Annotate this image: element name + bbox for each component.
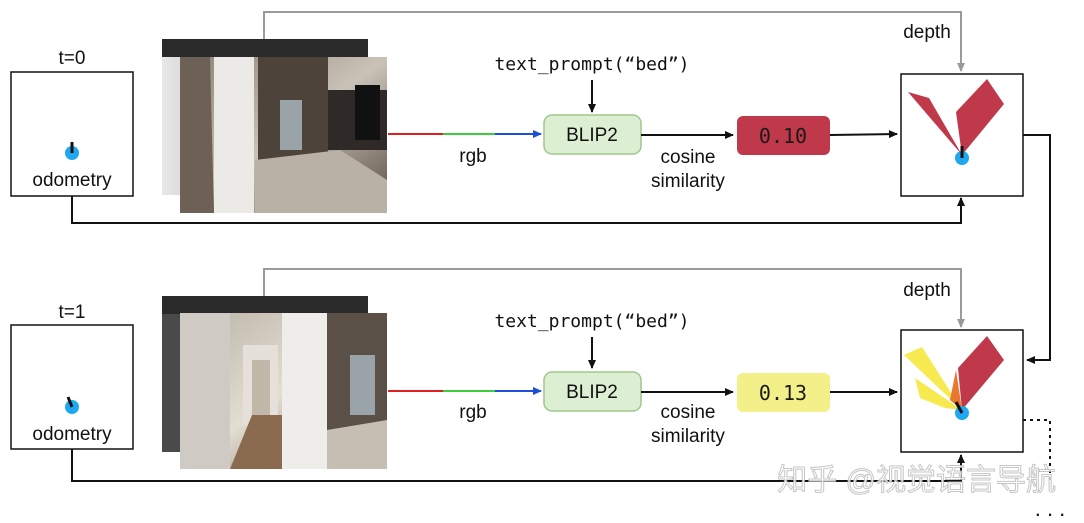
- text-prompt: text_prompt(“bed”): [494, 311, 689, 332]
- similarity-score-value: 0.13: [759, 381, 807, 405]
- rgb-image: [180, 313, 387, 469]
- time-label: t=1: [59, 302, 86, 323]
- observation-images: [162, 39, 387, 213]
- rgb-image: [180, 57, 387, 213]
- rgb-label: rgb: [459, 402, 486, 423]
- map-region-high-value: [915, 378, 962, 410]
- heading-icon: [66, 396, 74, 408]
- similarity-score-badge: [737, 116, 830, 155]
- odometry-box: [10, 324, 134, 450]
- continuation-connector: [1023, 419, 1051, 480]
- row-t1: t=1 odometry rgb text_prompt(“bed”): [10, 268, 1024, 482]
- map-region-low-value: [958, 336, 1004, 410]
- similarity-score-value: 0.10: [759, 124, 807, 148]
- depth-connector: [263, 11, 965, 72]
- observation-images: [162, 296, 387, 469]
- similarity-score-badge: [737, 373, 830, 412]
- similarity-label-line1: cosine: [661, 147, 716, 168]
- time-label: t=0: [59, 48, 86, 69]
- blip2-label: BLIP2: [566, 382, 618, 403]
- continuation-ellipsis: . . .: [1035, 496, 1066, 521]
- odometry-label: odometry: [32, 424, 112, 445]
- odometry-box: [10, 71, 134, 197]
- similarity-label-line2: similarity: [651, 426, 725, 447]
- blip2-label: BLIP2: [566, 125, 618, 146]
- text-prompt: text_prompt(“bed”): [494, 54, 689, 75]
- odometry-label: odometry: [32, 170, 112, 191]
- depth-label: depth: [903, 280, 951, 301]
- odometry-connector: [71, 449, 965, 482]
- row-t0: t=0 odometry rgb text_pro: [10, 11, 1024, 224]
- map-update-connector: [1023, 134, 1051, 364]
- value-map: [900, 329, 1024, 453]
- map-region-high-value: [904, 347, 962, 410]
- similarity-label-line1: cosine: [661, 402, 716, 423]
- depth-label: depth: [903, 22, 951, 43]
- odometry-connector: [71, 196, 965, 224]
- map-region-low-value: [956, 79, 1004, 155]
- depth-connector: [263, 268, 965, 328]
- value-map: [900, 73, 1024, 197]
- watermark: 知乎 @视觉语言导航: [777, 464, 1056, 497]
- map-region-low-value: [908, 92, 962, 155]
- similarity-label-line2: similarity: [651, 171, 725, 192]
- rgb-label: rgb: [459, 146, 486, 167]
